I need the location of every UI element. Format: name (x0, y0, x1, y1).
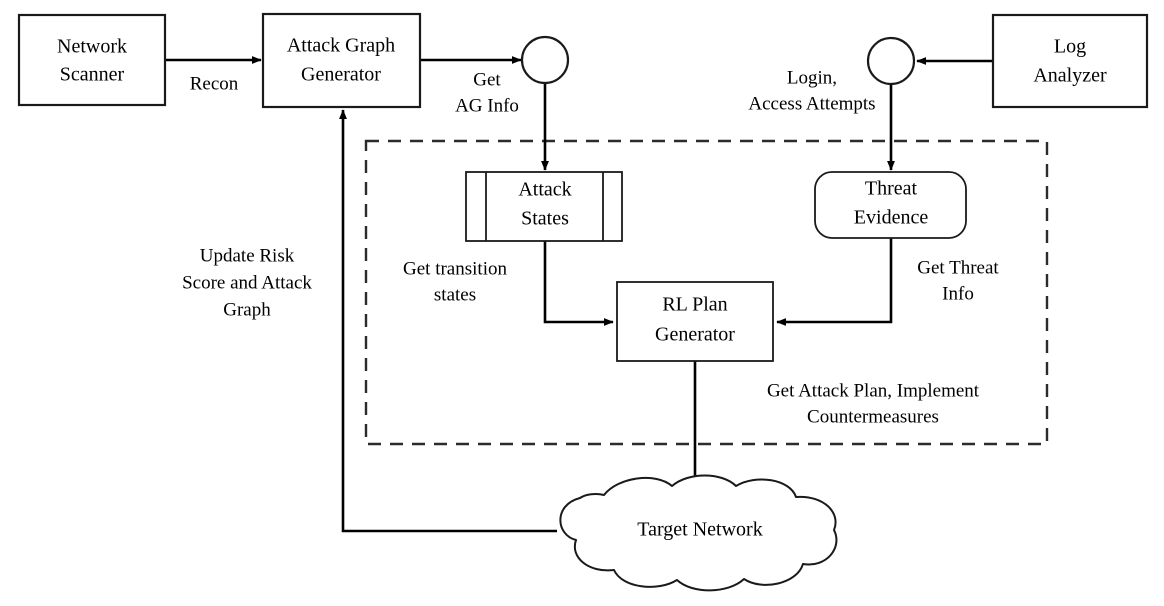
node-rl-plan-generator[interactable]: RL Plan Generator (616, 281, 774, 362)
node-threat-evidence[interactable]: Threat Evidence (814, 171, 967, 239)
edge-label-get-ag-info-line2: AG Info (455, 95, 519, 116)
attack-states-label-line1: Attack (518, 179, 571, 201)
edge-get-transition-states (543, 241, 614, 326)
junction-left-circle[interactable] (520, 35, 570, 85)
edge-label-get-transition-states-line1: Get transition (403, 258, 507, 279)
edge-label-get-threat-info-line1: Get Threat (917, 257, 999, 278)
threat-evidence-label-line1: Threat (865, 178, 918, 200)
edge-label-get-threat-info-line2: Info (942, 283, 974, 304)
node-attack-graph-generator[interactable]: Attack Graph Generator (261, 12, 422, 109)
edge-label-get-attack-plan-line2: Countermeasures (807, 406, 939, 427)
threat-evidence-box (814, 171, 967, 239)
attack-graph-generator-label-line1: Attack Graph (287, 35, 395, 57)
log-analyzer-label-line2: Analyzer (1033, 65, 1107, 87)
edge-get-threat-info (776, 238, 893, 326)
log-analyzer-box (991, 13, 1149, 109)
edge-label-login-line1: Login, (787, 67, 837, 88)
edge-label-get-ag-info-line1: Get (473, 69, 501, 90)
threat-evidence-label-line2: Evidence (854, 207, 929, 229)
edge-label-update-risk-line1: Update Risk (200, 245, 295, 266)
rl-plan-generator-label-line1: RL Plan (662, 294, 727, 316)
edge-label-get-attack-plan-line1: Get Attack Plan, Implement (767, 380, 980, 401)
attack-states-box (465, 171, 623, 242)
node-attack-states[interactable]: Attack States (465, 171, 623, 242)
attack-graph-generator-label-line2: Generator (301, 64, 381, 86)
log-analyzer-label-line1: Log (1054, 36, 1086, 58)
edge-label-update-risk-line2: Score and Attack (182, 272, 312, 293)
network-scanner-box (17, 13, 167, 107)
node-log-analyzer[interactable]: Log Analyzer (991, 13, 1149, 109)
edge-label-recon: Recon (190, 73, 239, 94)
network-scanner-label-line1: Network (57, 36, 127, 58)
edge-label-login-line2: Access Attempts (748, 93, 875, 114)
network-scanner-label-line2: Scanner (60, 64, 125, 86)
attack-graph-generator-box (261, 12, 422, 109)
rl-system-boundary (364, 139, 1049, 446)
junction-right-circle[interactable] (866, 36, 916, 86)
node-network-scanner[interactable]: Network Scanner (17, 13, 167, 107)
rl-plan-generator-label-line2: Generator (655, 324, 735, 346)
edge-label-update-risk-line3: Graph (223, 299, 271, 320)
rl-plan-generator-box (616, 281, 774, 362)
node-target-network[interactable]: Target Network (559, 474, 838, 592)
edge-label-get-transition-states-line2: states (434, 284, 476, 305)
target-network-label: Target Network (637, 519, 762, 541)
edge-update-risk-score (339, 109, 557, 533)
target-network-cloud (559, 474, 838, 592)
attack-states-label-line2: States (521, 208, 569, 230)
